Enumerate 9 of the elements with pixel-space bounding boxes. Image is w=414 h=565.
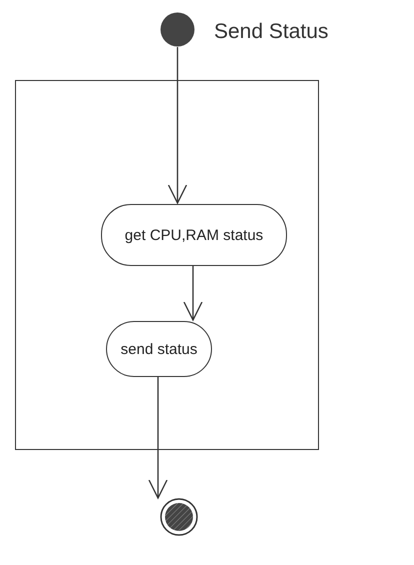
- control-flow-arrow: [148, 376, 168, 499]
- action-node: get CPU,RAM status: [101, 204, 287, 266]
- action-node: send status: [106, 321, 212, 377]
- activity-frame: [15, 80, 319, 450]
- control-flow-arrow: [168, 47, 188, 204]
- initial-node: [160, 12, 195, 47]
- final-node: [160, 498, 198, 536]
- diagram-title: Send Status: [214, 20, 328, 44]
- control-flow-arrow: [183, 265, 203, 321]
